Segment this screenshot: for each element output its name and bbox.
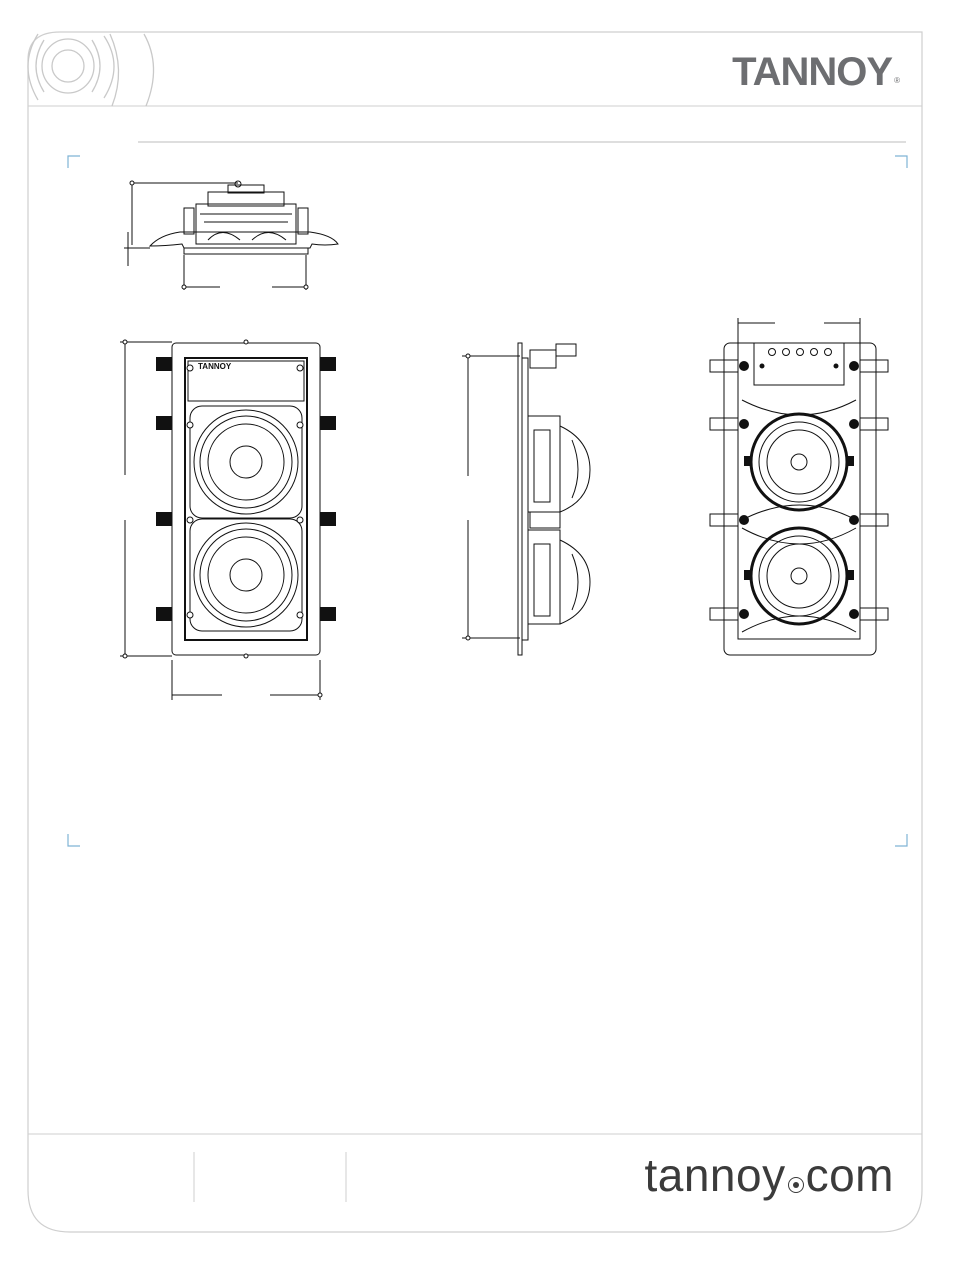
website-pre: tannoy [644,1149,785,1201]
brand-logo-text: TANNOY [732,50,892,94]
website-post: com [806,1149,894,1201]
registered-mark: ® [894,76,900,85]
website-link[interactable]: tannoy com [644,1148,894,1202]
brand-logo: TANNOY® [732,50,898,95]
tannoy-dot-icon [788,1177,804,1193]
